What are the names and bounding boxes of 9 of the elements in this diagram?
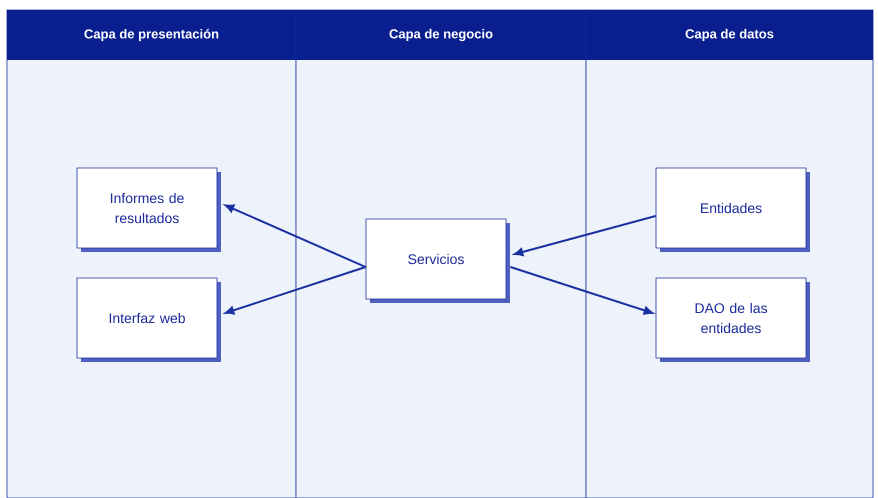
arrow	[514, 215, 656, 256]
process-box: DAO de las entidades	[656, 278, 810, 362]
arrow	[224, 266, 366, 315]
process-box: Servicios	[366, 218, 510, 303]
process-box: Informes de resultados	[76, 168, 221, 252]
process-box: Interfaz web	[76, 278, 221, 362]
arrow	[510, 266, 654, 315]
arrow	[224, 204, 366, 268]
process-box: Entidades	[656, 168, 810, 252]
